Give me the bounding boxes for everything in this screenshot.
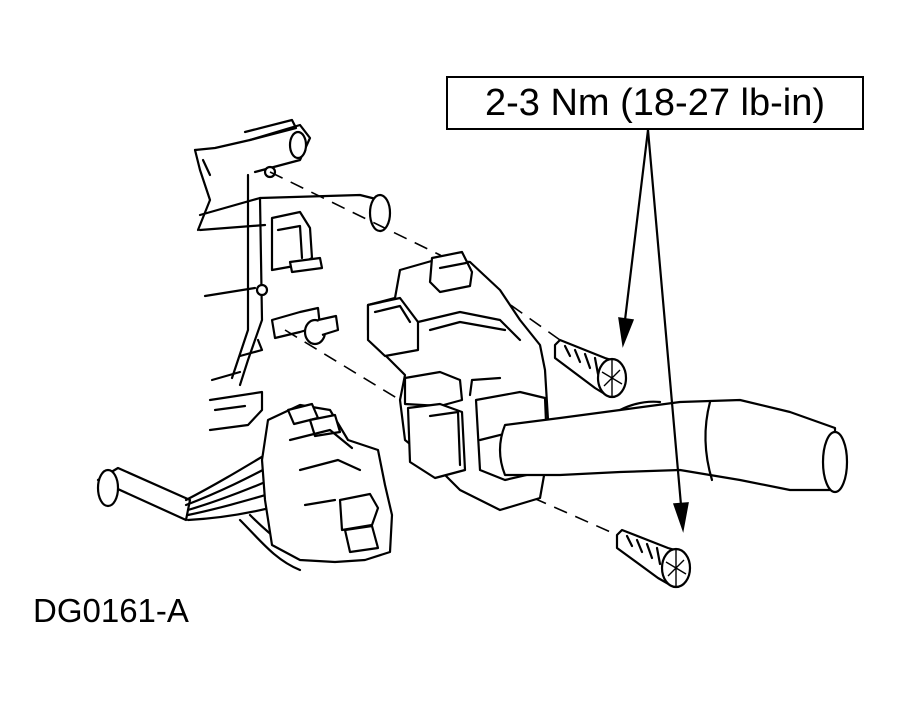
torque-specification-label: 2-3 Nm (18-27 lb-in): [446, 76, 864, 130]
switch-stalk-icon: [498, 398, 849, 494]
wiring-connector-icon: [96, 402, 394, 572]
steering-column-icon: [193, 118, 392, 432]
figure-id: DG0161-A: [33, 592, 189, 629]
screw-icon: [553, 338, 628, 399]
callout-arrows: [618, 128, 689, 533]
screw-icon: [615, 528, 692, 589]
